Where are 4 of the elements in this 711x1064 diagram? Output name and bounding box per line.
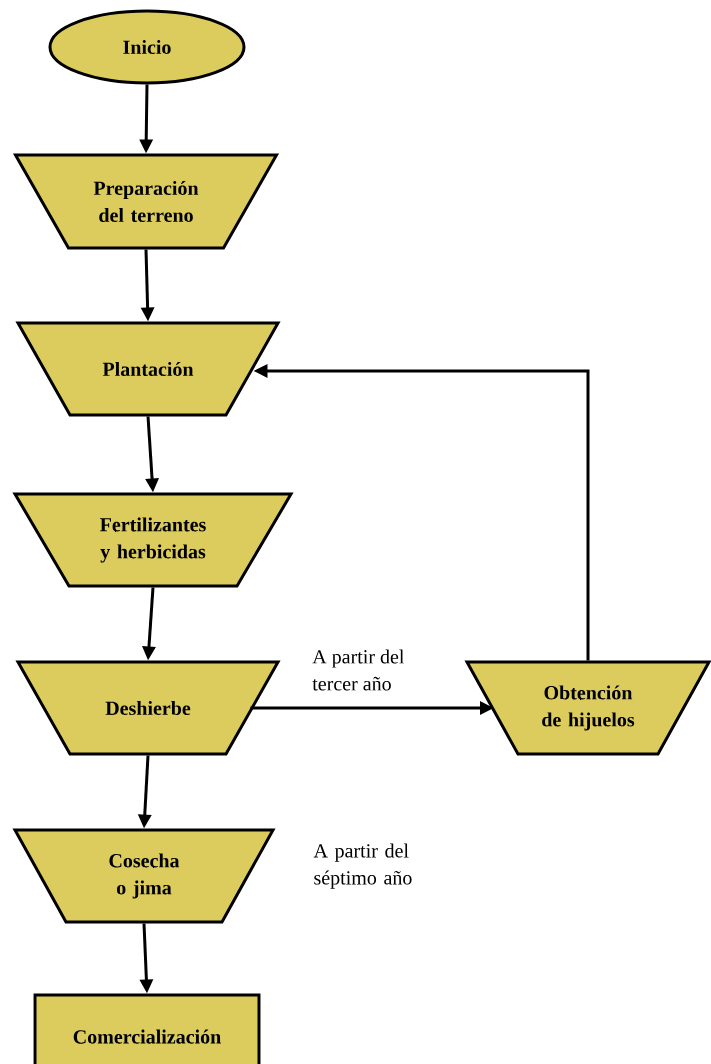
- edge-label: A partir del tercer año: [312, 649, 405, 691]
- process-box: Comercialización: [33, 993, 261, 1064]
- start-oval: Inicio: [48, 9, 246, 85]
- note-text: A partir del séptimo año: [313, 843, 412, 889]
